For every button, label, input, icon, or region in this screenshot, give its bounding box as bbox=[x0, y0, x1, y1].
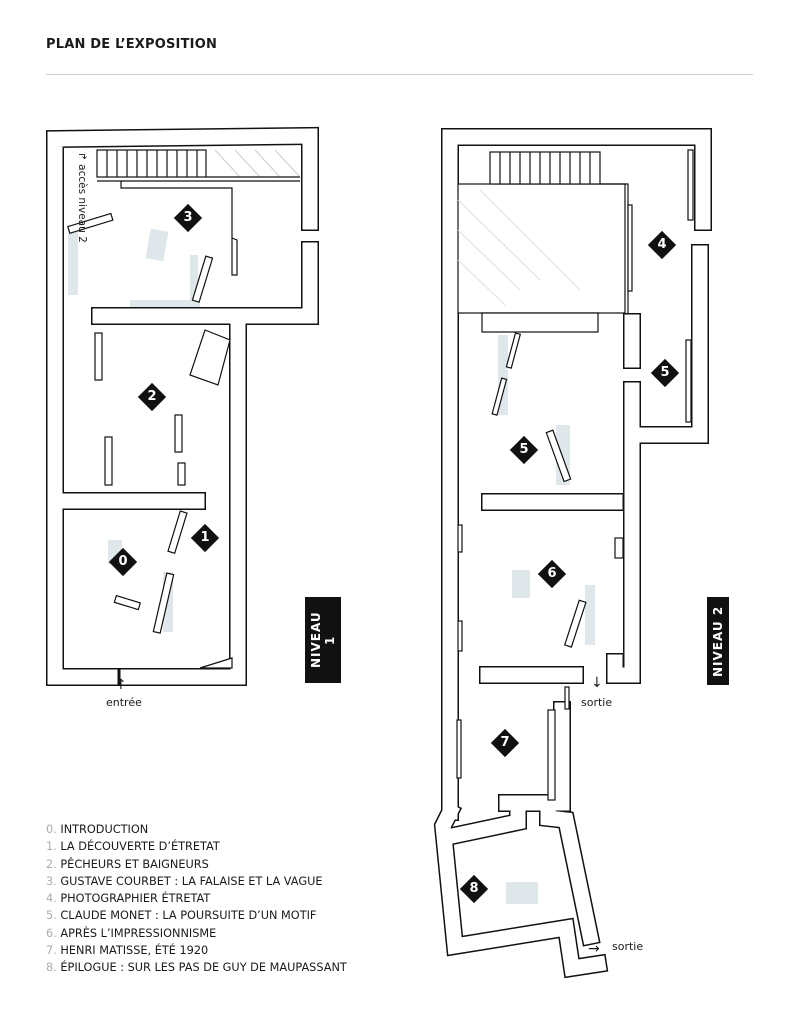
legend-item: 2. PÊCHEURS ET BAIGNEURS bbox=[46, 857, 209, 871]
legend-item: 4. PHOTOGRAPHIER ÉTRETAT bbox=[46, 892, 211, 906]
legend-item: 5. CLAUDE MONET : LA POURSUITE D’UN MOTI… bbox=[46, 909, 317, 923]
exit-arrow-right-icon: → bbox=[588, 941, 600, 957]
exit-label-level-2: sortie bbox=[581, 696, 613, 709]
legend: 0. INTRODUCTION 1. LA DÉCOUVERTE D’ÉTRET… bbox=[46, 821, 347, 977]
legend-item: 0. INTRODUCTION bbox=[46, 823, 149, 836]
entrance-label: entrée bbox=[106, 696, 142, 709]
staircase-level-2 bbox=[457, 149, 694, 801]
legend-item: 6. APRÈS L’IMPRESSIONNISME bbox=[46, 926, 217, 940]
page-title: PLAN DE L’EXPOSITION bbox=[46, 37, 218, 52]
exit-arrow-down-icon: ↓ bbox=[591, 675, 603, 691]
display-panels bbox=[67, 212, 624, 779]
walls bbox=[46, 126, 712, 979]
exit-label-final: sortie bbox=[612, 940, 644, 953]
access-arrow-icon: ↱ bbox=[76, 152, 88, 161]
legend-item: 7. HENRI MATISSE, ÉTÉ 1920 bbox=[46, 944, 209, 958]
legend-item: 8. ÉPILOGUE : SUR LES PAS DE GUY DE MAUP… bbox=[46, 961, 347, 975]
level-1-label: NIVEAU 1 bbox=[305, 597, 341, 683]
level-2-label: NIVEAU 2 bbox=[707, 597, 729, 685]
legend-item: 3. GUSTAVE COURBET : LA FALAISE ET LA VA… bbox=[46, 874, 323, 888]
access-level-2-note: ↱ accès niveau 2 bbox=[76, 152, 88, 243]
title-divider bbox=[46, 74, 753, 75]
legend-item: 1. LA DÉCOUVERTE D’ÉTRETAT bbox=[46, 840, 220, 854]
entrance-arrow-icon: ↑ bbox=[115, 677, 127, 693]
staircase-level-1 bbox=[96, 149, 301, 276]
